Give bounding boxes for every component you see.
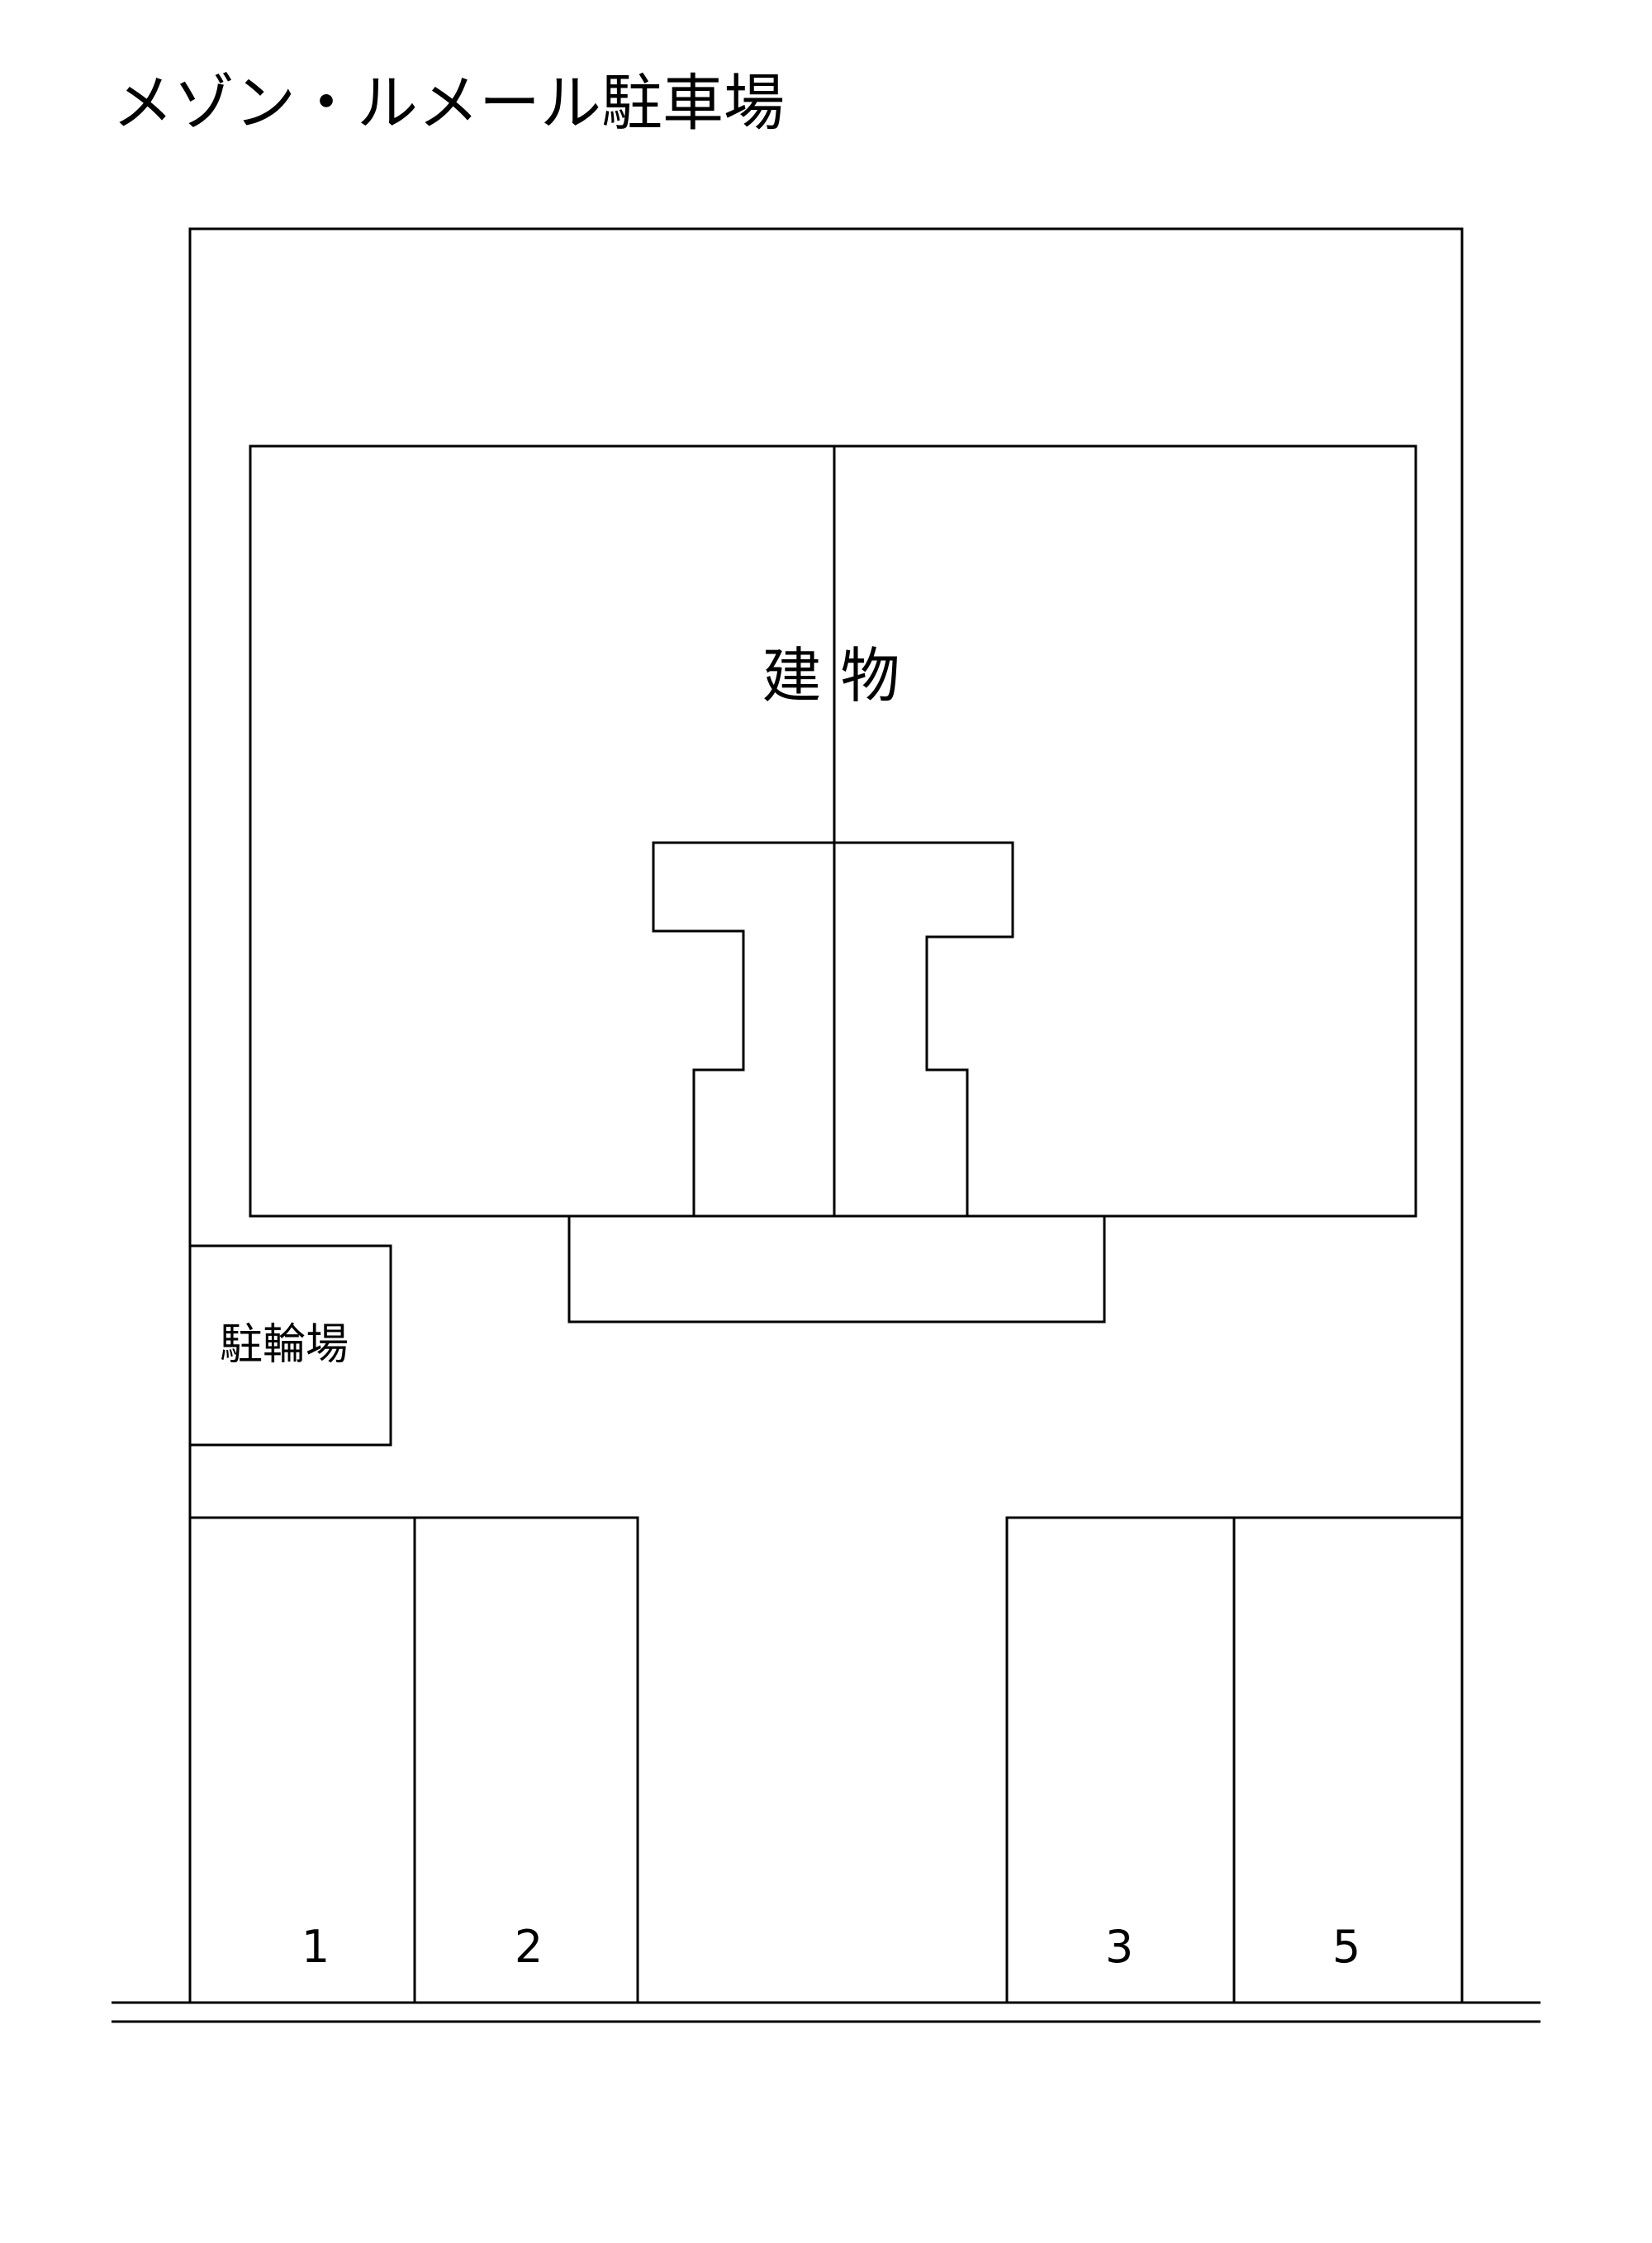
bicycle-parking-label: 駐輪場 — [219, 1320, 349, 1370]
parking-row-left — [190, 1516, 639, 2003]
building-core-right — [834, 841, 1014, 1216]
parking-space-2[interactable]: 2 — [514, 1921, 544, 1973]
parking-space-1[interactable]: 1 — [301, 1921, 330, 1973]
parking-row-right — [1005, 1516, 1462, 2003]
building-label: 建 物 — [762, 641, 900, 710]
map-title: メゾン・ルメール駐車場 — [112, 68, 785, 139]
parking-space-3[interactable]: 3 — [1104, 1921, 1134, 1973]
entrance-area — [567, 1214, 1106, 1323]
bicycle-parking-area — [188, 1244, 392, 1447]
parking-space-5[interactable]: 5 — [1332, 1921, 1361, 1973]
lot-boundary — [188, 227, 1464, 2003]
building-core-left — [652, 841, 834, 1216]
